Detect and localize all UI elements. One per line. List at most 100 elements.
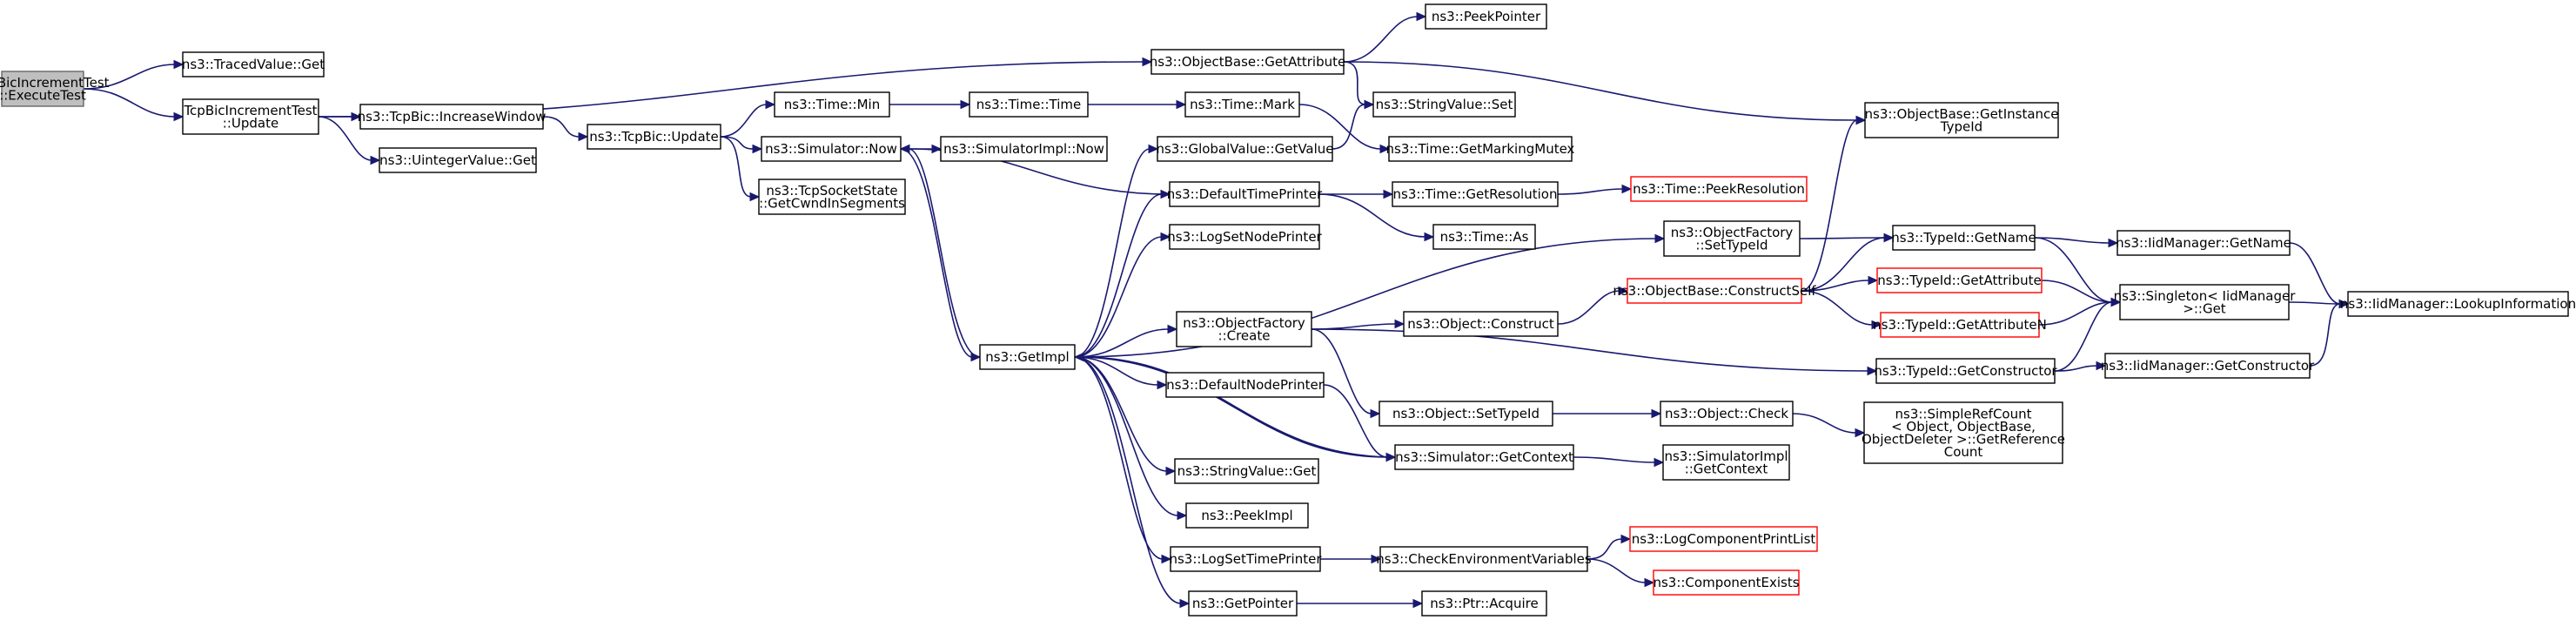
function-node[interactable]: ns3::Time::Min — [774, 91, 890, 118]
arrowhead-icon — [1855, 428, 1866, 438]
function-node[interactable]: ns3::DefaultNodePrinter — [1165, 372, 1325, 398]
node-box — [1876, 267, 2043, 293]
function-node[interactable]: ns3::Simulator::GetContext — [1394, 444, 1574, 470]
function-node[interactable]: ns3::ObjectBase::GetAttribute — [1150, 49, 1345, 75]
call-edge — [318, 116, 381, 165]
function-node[interactable]: ns3::SimulatorImpl::GetContext — [1662, 444, 1790, 481]
function-node[interactable]: ns3::DefaultTimePrinter — [1167, 181, 1323, 207]
function-node[interactable]: ns3::TypeId::GetAttributeN — [1873, 312, 2047, 338]
edge-line — [1343, 61, 1858, 121]
arrowhead-icon — [173, 59, 184, 70]
function-node[interactable]: ns3::LogComponentPrintList — [1629, 526, 1818, 552]
function-node[interactable]: ns3::LogSetNodePrinter — [1167, 224, 1323, 250]
call-edges — [83, 11, 2350, 609]
node-box — [182, 51, 325, 78]
function-node[interactable]: ns3::Object::Construct — [1403, 311, 1559, 337]
function-node[interactable]: ns3::TcpBic::IncreaseWindow — [358, 104, 547, 130]
function-node[interactable]: ns3::UintegerValue::Get — [379, 147, 537, 173]
function-node[interactable]: ns3::GetPointer — [1188, 590, 1298, 617]
node-label: ns3::Ptr::Acquire — [1430, 596, 1538, 611]
function-node[interactable]: ns3::ObjectFactory::SetTypeId — [1663, 220, 1801, 257]
function-node[interactable]: ns3::TypeId::GetName — [1891, 225, 2036, 251]
function-node[interactable]: ns3::Time::Time — [969, 91, 1089, 118]
function-node[interactable]: TcpBicIncrementTest::Update — [182, 98, 319, 135]
arrowhead-icon — [351, 111, 362, 122]
function-node[interactable]: ns3::Object::Check — [1660, 401, 1794, 427]
function-node[interactable]: ns3::Ptr::Acquire — [1421, 590, 1547, 617]
call-edge — [1074, 144, 1159, 358]
function-node[interactable]: TcpBicIncrementTest::ExecuteTest — [0, 71, 110, 107]
call-edge — [1311, 319, 1405, 330]
function-node[interactable]: ns3::Singleton< IidManager>::Get — [2114, 284, 2297, 320]
node-label: ns3::DefaultTimePrinter — [1167, 186, 1323, 202]
node-box — [1379, 401, 1553, 427]
node-box — [1174, 458, 1319, 484]
function-node[interactable]: ns3::ObjectFactory::Create — [1176, 311, 1312, 347]
function-node[interactable]: ns3::Time::PeekResolution — [1630, 176, 1808, 202]
arrowhead-icon — [960, 99, 971, 110]
node-label: ns3::ObjectBase::ConstructSelf — [1613, 283, 1816, 299]
function-node[interactable]: ns3::IidManager::GetConstructor — [2101, 353, 2315, 379]
function-node[interactable]: ns3::TcpSocketState::GetCwndInSegments — [758, 179, 906, 215]
function-node[interactable]: ns3::GetImpl — [979, 344, 1076, 370]
function-node[interactable]: ns3::IidManager::LookupInformation — [2340, 291, 2576, 317]
function-node[interactable]: ns3::SimulatorImpl::Now — [940, 136, 1108, 162]
function-node[interactable]: ns3::ObjectBase::ConstructSelf — [1613, 278, 1816, 304]
function-node[interactable]: ns3::LogSetTimePrinter — [1169, 546, 1322, 572]
node-label: ::GetCwndInSegments — [759, 195, 905, 211]
function-node[interactable]: ns3::PeekPointer — [1425, 3, 1547, 30]
edge-line — [900, 148, 973, 358]
node-label: ns3::ObjectFactory — [1183, 315, 1305, 331]
function-node[interactable]: ns3::TypeId::GetConstructor — [1874, 358, 2057, 384]
node-label: ns3::GetPointer — [1192, 596, 1294, 611]
function-node[interactable]: ns3::PeekImpl — [1185, 502, 1309, 529]
function-node[interactable]: ns3::Time::As — [1432, 224, 1536, 250]
edge-line — [1343, 61, 1366, 105]
edge-line — [2034, 237, 2113, 303]
function-node[interactable]: ns3::StringValue::Set — [1372, 91, 1516, 118]
function-node[interactable]: ns3::ComponentExists — [1653, 569, 1800, 596]
call-edge — [1296, 598, 1424, 609]
function-node[interactable]: ns3::SimpleRefCount< Object, ObjectBase,… — [1862, 401, 2065, 464]
arrowhead-icon — [2096, 361, 2107, 371]
node-box — [1660, 401, 1794, 427]
edge-line — [1343, 16, 1419, 63]
node-label: < Object, ObjectBase, — [1891, 419, 2036, 435]
arrowhead-icon — [1161, 554, 1172, 564]
function-node[interactable]: ns3::IidManager::GetName — [2116, 230, 2291, 256]
call-nodes: TcpBicIncrementTest::ExecuteTest ns3::Tra… — [0, 3, 2576, 617]
node-box — [1880, 312, 2040, 338]
function-node[interactable]: ns3::Simulator::Now — [761, 136, 902, 162]
node-label: ns3::Object::SetTypeId — [1392, 406, 1540, 421]
call-edge — [1343, 61, 1375, 110]
arrowhead-icon — [1370, 408, 1381, 419]
function-node[interactable]: ns3::CheckEnvironmentVariables — [1376, 546, 1592, 572]
call-edge — [83, 88, 184, 122]
function-node[interactable]: ns3::Time::GetResolution — [1392, 181, 1559, 207]
function-node[interactable]: ns3::GlobalValue::GetValue — [1156, 136, 1334, 162]
call-edge — [2054, 361, 2107, 372]
call-edge — [1801, 232, 1895, 292]
call-edge — [1573, 456, 1665, 468]
function-node[interactable]: ns3::TypeId::GetAttribute — [1876, 267, 2043, 293]
arrowhead-icon — [1867, 366, 1878, 376]
node-label: ns3::Time::Min — [784, 97, 880, 112]
edge-line — [1074, 193, 1163, 358]
function-node[interactable]: ns3::Object::SetTypeId — [1379, 401, 1553, 427]
function-node[interactable]: ns3::StringValue::Get — [1174, 458, 1319, 484]
function-node[interactable]: ns3::TcpBic::Update — [587, 124, 721, 150]
node-label: ::GetContext — [1685, 461, 1768, 476]
function-node[interactable]: ns3::TracedValue::Get — [182, 51, 325, 78]
function-node[interactable]: ns3::Time::Mark — [1184, 91, 1300, 118]
call-edge — [900, 148, 982, 362]
arrowhead-icon — [1871, 320, 1882, 330]
node-label: ObjectDeleter >::GetReference — [1862, 431, 2065, 447]
node-label: ns3::TypeId::GetConstructor — [1874, 363, 2057, 379]
node-label: ns3::GlobalValue::GetValue — [1156, 141, 1333, 157]
function-node[interactable]: ns3::Time::GetMarkingMutex — [1386, 136, 1575, 162]
node-box — [1892, 225, 2036, 251]
edge-line — [83, 88, 176, 118]
call-edge — [1557, 184, 1633, 195]
call-edge — [1320, 554, 1382, 564]
